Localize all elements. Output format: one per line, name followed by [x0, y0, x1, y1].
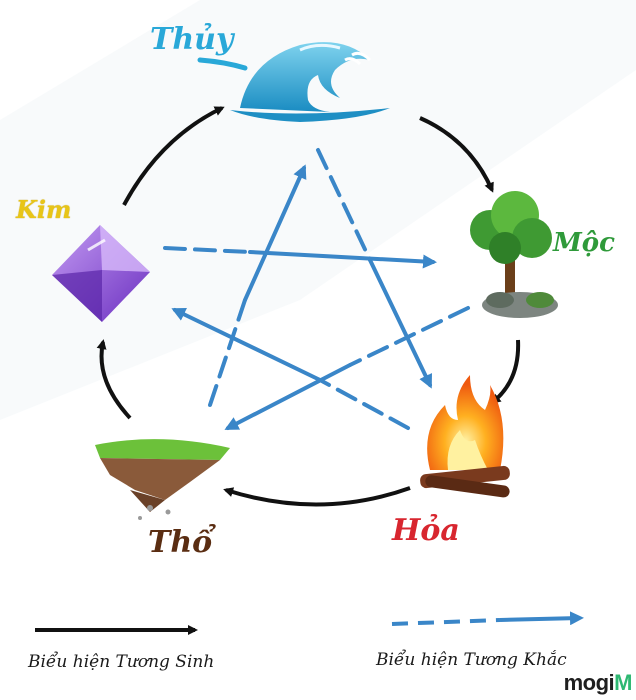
- arrow-tho-to-thuy: [208, 164, 307, 407]
- label-thuy: Thủy: [150, 22, 234, 57]
- wave-icon: [197, 42, 390, 122]
- amethyst-gem-icon: [52, 225, 150, 322]
- overcoming-star: [163, 148, 470, 430]
- arrow-hoa-to-kim: [171, 308, 410, 430]
- arrow-moc-to-hoa: [490, 339, 521, 404]
- label-kim: Kim: [16, 195, 72, 224]
- mogi-logo: mogiM: [563, 670, 633, 696]
- arrow-moc-to-tho: [224, 306, 470, 430]
- arrow-thuy-to-hoa: [316, 148, 432, 389]
- tree-icon: [470, 191, 558, 318]
- arrow-kim-to-moc: [163, 246, 437, 269]
- arrow-thuy-to-moc: [419, 116, 494, 193]
- arrow-hoa-to-tho: [223, 486, 411, 507]
- floating-island-icon: [95, 439, 230, 520]
- brand-text: mogi: [563, 670, 615, 695]
- legend-overcoming-text: Biểu hiện Tương Khắc: [376, 650, 567, 670]
- label-tho: Thổ: [148, 525, 213, 560]
- label-moc: Mộc: [553, 228, 615, 258]
- arrow-kim-to-thuy: [122, 106, 225, 206]
- background-shade: [0, 0, 636, 420]
- label-hoa: Hỏa: [392, 513, 460, 548]
- generating-cycle: [96, 106, 521, 507]
- arrow-tho-to-kim: [96, 339, 132, 420]
- brand-suffix: M: [614, 670, 632, 695]
- legend-generating-text: Biểu hiện Tương Sinh: [28, 652, 215, 672]
- fire-icon: [420, 375, 510, 498]
- legend-overcoming-arrow: [391, 611, 584, 626]
